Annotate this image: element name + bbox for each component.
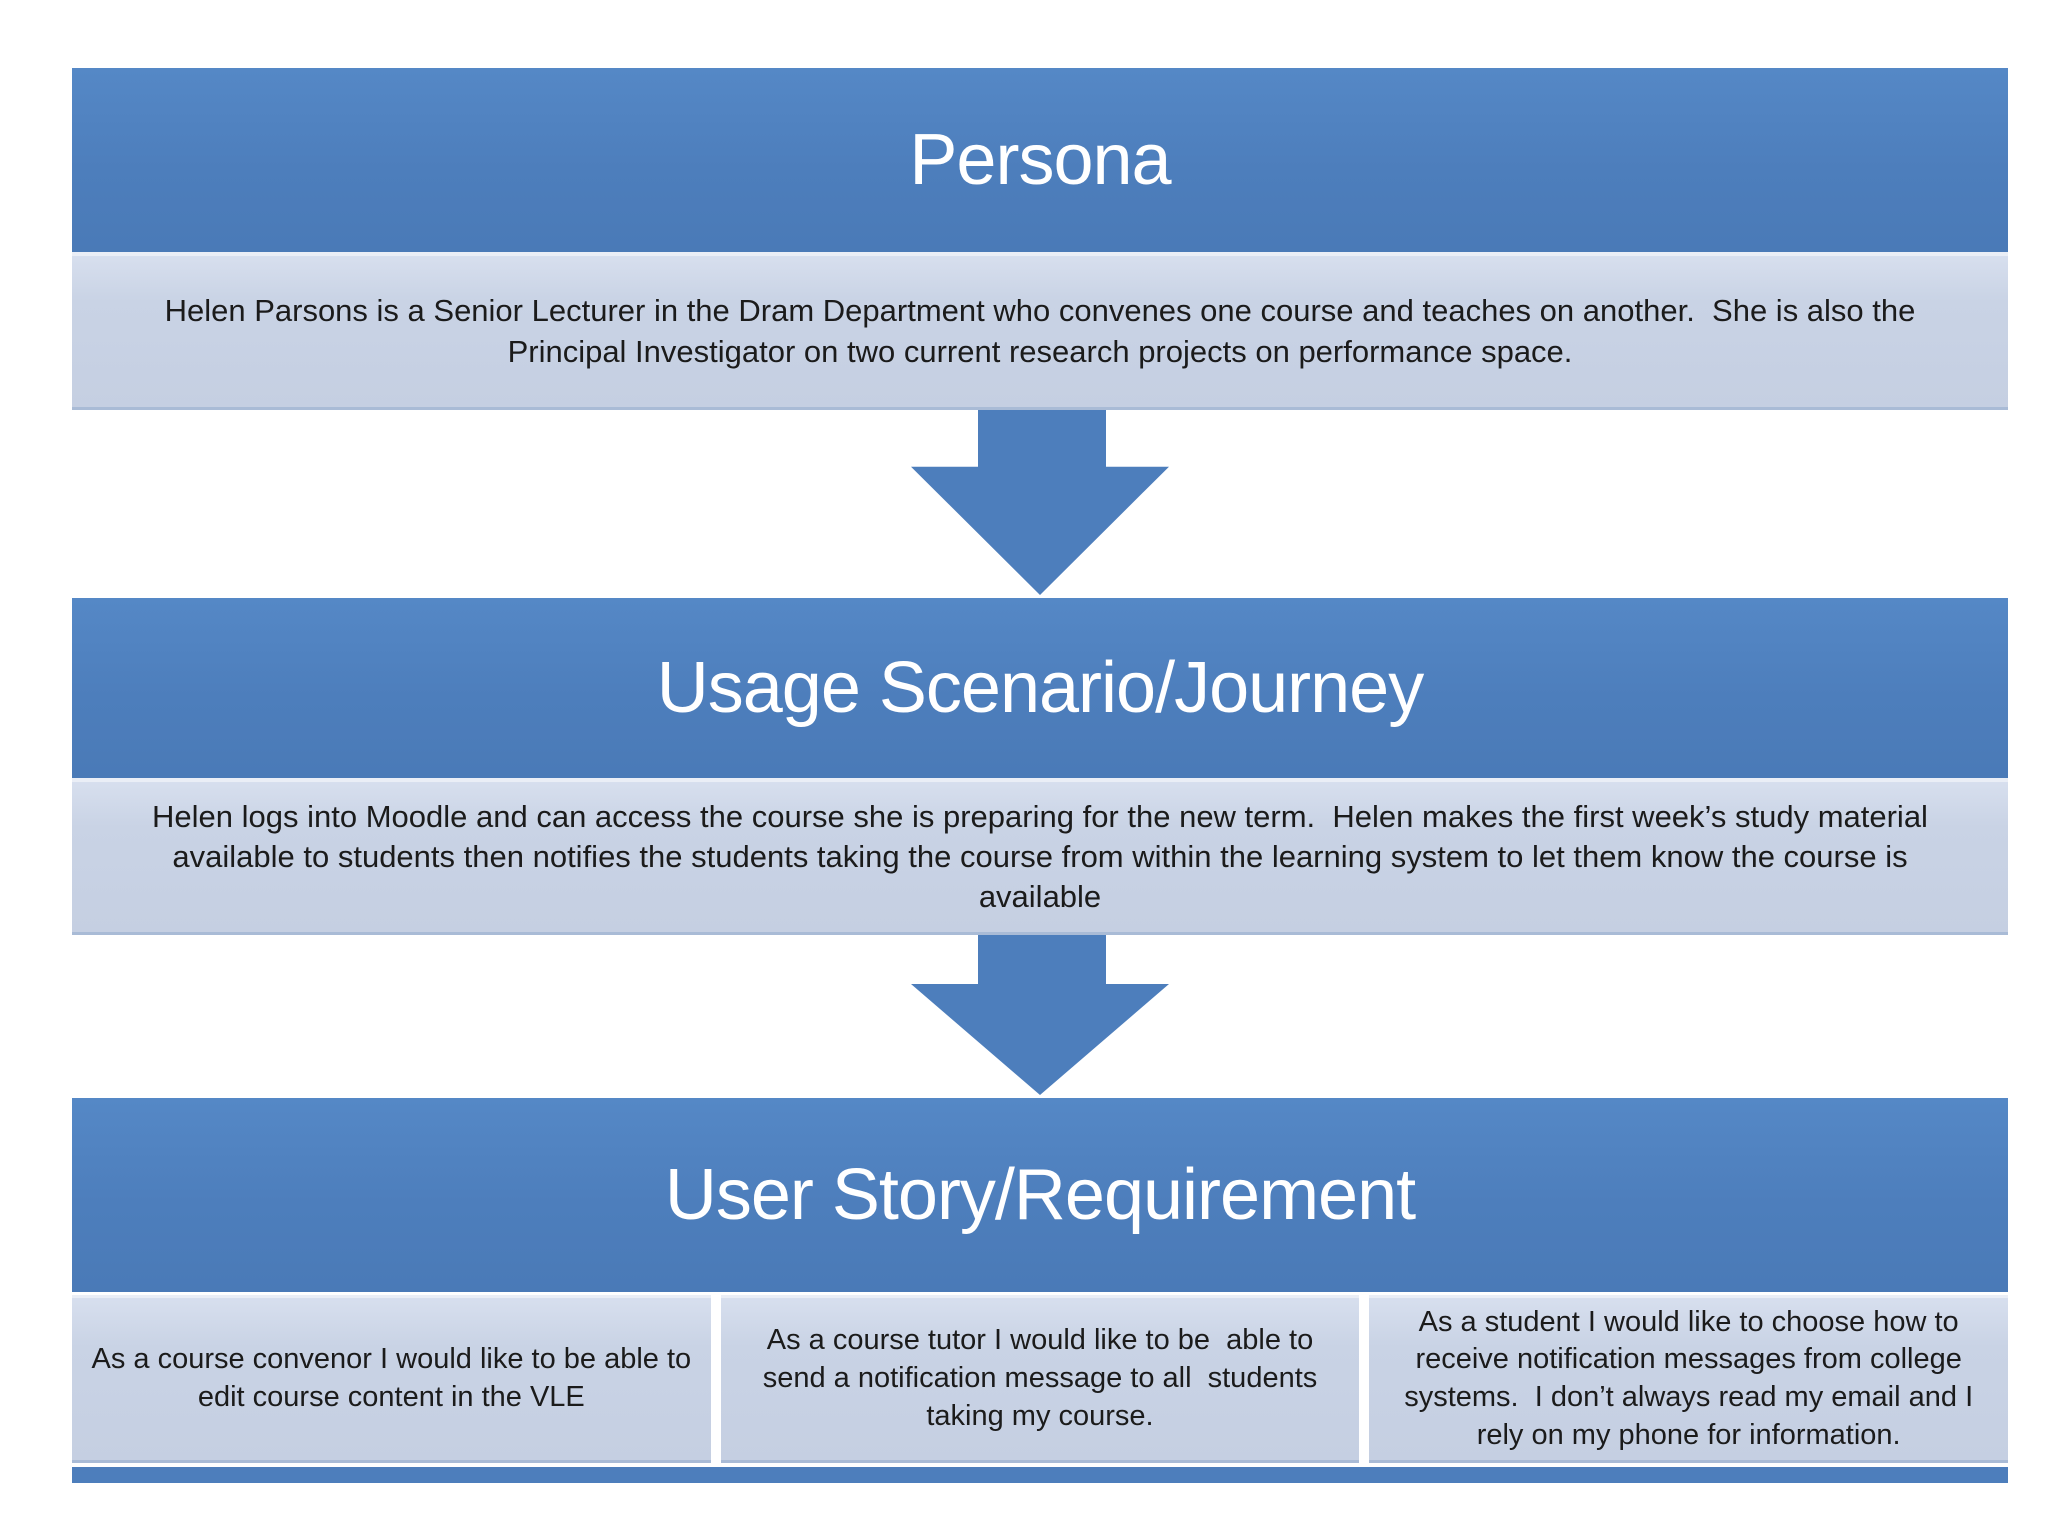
user-story-card-tutor: As a course tutor I would like to be abl… bbox=[720, 1295, 1360, 1463]
user-story-card-text: As a student I would like to choose how … bbox=[1404, 1305, 1982, 1451]
usage-scenario-description: Helen logs into Moodle and can access th… bbox=[152, 798, 1937, 915]
persona-title: Persona bbox=[909, 120, 1171, 200]
persona-header: Persona bbox=[72, 68, 2008, 252]
user-story-card-text: As a course tutor I would like to be abl… bbox=[762, 1324, 1326, 1432]
user-story-card-student: As a student I would like to choose how … bbox=[1369, 1295, 2008, 1463]
usage-scenario-description-panel: Helen logs into Moodle and can access th… bbox=[72, 778, 2008, 935]
user-story-card-convenor: As a course convenor I would like to be … bbox=[72, 1295, 711, 1463]
flow-diagram: Persona Helen Parsons is a Senior Lectur… bbox=[72, 68, 2008, 1483]
down-arrow-icon bbox=[911, 410, 1169, 595]
usage-scenario-title: Usage Scenario/Journey bbox=[656, 648, 1424, 728]
arrow-usage-to-user-story bbox=[72, 935, 2008, 1098]
persona-description-panel: Helen Parsons is a Senior Lecturer in th… bbox=[72, 252, 2008, 410]
user-story-card-text: As a course convenor I would like to be … bbox=[91, 1343, 700, 1413]
arrow-persona-to-usage bbox=[72, 410, 2008, 598]
bottom-accent-bar bbox=[72, 1467, 2008, 1483]
usage-scenario-header: Usage Scenario/Journey bbox=[72, 598, 2008, 778]
user-story-header: User Story/Requirement bbox=[72, 1098, 2008, 1292]
user-story-title: User Story/Requirement bbox=[664, 1155, 1416, 1235]
down-arrow-icon bbox=[911, 935, 1169, 1095]
user-story-cards: As a course convenor I would like to be … bbox=[72, 1295, 2008, 1463]
persona-description: Helen Parsons is a Senior Lecturer in th… bbox=[164, 293, 1925, 369]
